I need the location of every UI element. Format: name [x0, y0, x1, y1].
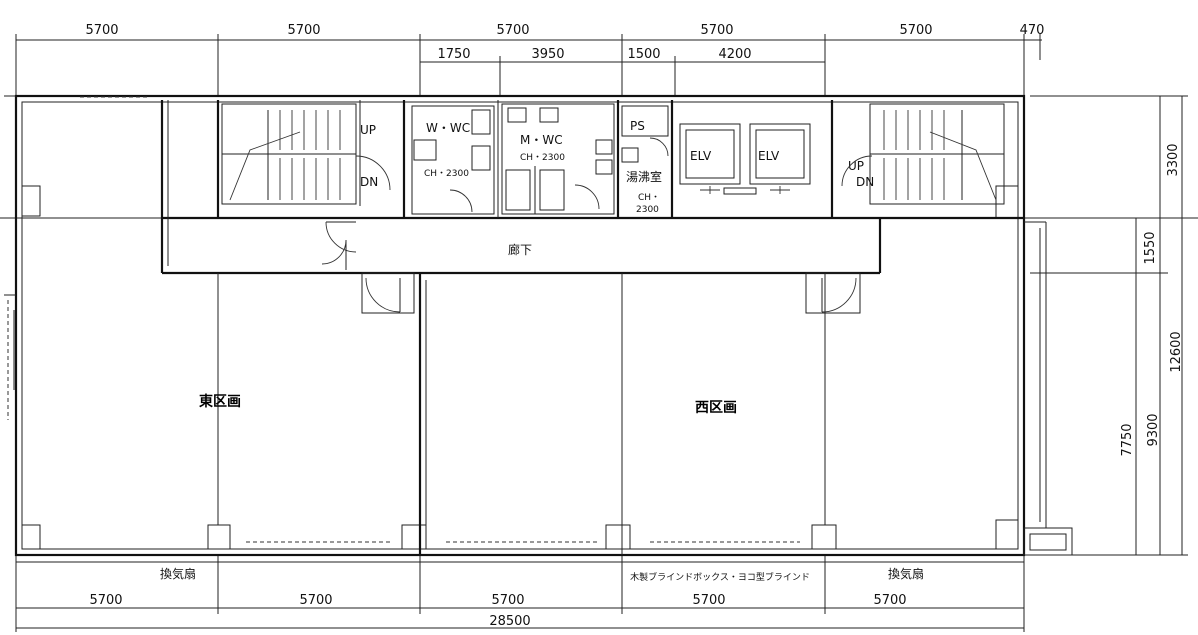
kitchen-ch-label: CH・ [638, 193, 660, 203]
dim-sub-3: 1500 [627, 47, 660, 62]
dim-top-1: 5700 [85, 23, 118, 38]
elevator-2-label: ELV [758, 149, 780, 163]
core-walls [160, 100, 1024, 555]
dim-top-6: 470 [1020, 23, 1045, 38]
mens-wc-ch: CH・2300 [520, 153, 565, 163]
dimension-texts: 5700 5700 5700 5700 5700 470 1750 3950 1… [85, 23, 1184, 629]
womens-wc-label: W・WC [426, 121, 470, 135]
dim-bottom-5: 5700 [873, 593, 906, 608]
dim-bottom-total: 28500 [489, 614, 530, 629]
dim-right-4: 9300 [1146, 413, 1161, 446]
womens-wc: W・WC CH・2300 [411, 105, 495, 215]
doors [321, 221, 861, 314]
dim-top-5: 5700 [899, 23, 932, 38]
blind-box-note: 木製ブラインドボックス・ヨコ型ブラインド [630, 571, 810, 583]
window-blinds [80, 96, 800, 543]
kitchen-ch-value: 2300 [636, 205, 659, 215]
dim-bottom-1: 5700 [89, 593, 122, 608]
dim-bottom-2: 5700 [299, 593, 332, 608]
womens-wc-ch: CH・2300 [424, 169, 469, 179]
ventilation-left-label: 換気扇 [160, 566, 196, 581]
stair-left-down-label: DN [360, 175, 378, 189]
mens-wc-label: M・WC [520, 133, 563, 147]
stair-right: UP DN [841, 103, 1005, 205]
dim-top-3: 5700 [496, 23, 529, 38]
dim-bottom-3: 5700 [491, 593, 524, 608]
elevator-bank: ELV ELV [679, 123, 811, 195]
west-section-label: 西区画 [695, 400, 737, 416]
dim-sub-4: 4200 [718, 47, 751, 62]
stair-right-up-label: UP [848, 159, 864, 173]
dim-right-1: 3300 [1166, 143, 1181, 176]
stair-right-down-label: DN [856, 175, 874, 189]
ventilation-right-label: 換気扇 [888, 566, 924, 581]
ps-label: PS [630, 119, 645, 133]
dim-right-3: 12600 [1169, 331, 1184, 372]
ps-kitchen: PS 湯沸室 CH・ 2300 [595, 105, 669, 215]
dim-top-4: 5700 [700, 23, 733, 38]
dim-sub-2: 3950 [531, 47, 564, 62]
dim-right-2: 1550 [1143, 231, 1158, 264]
dim-top-2: 5700 [287, 23, 320, 38]
corridor-label: 廊下 [508, 242, 532, 257]
outer-walls [4, 94, 1073, 563]
east-section-label: 東区画 [199, 393, 241, 410]
mens-wc: M・WC CH・2300 [501, 103, 615, 215]
dim-bottom-4: 5700 [692, 593, 725, 608]
stair-left: UP DN [221, 103, 391, 205]
dim-sub-1: 1750 [437, 47, 470, 62]
dim-right-5: 7750 [1120, 423, 1135, 456]
elevator-1-label: ELV [690, 149, 712, 163]
stair-left-up-label: UP [360, 123, 376, 137]
columns [21, 185, 1019, 550]
hot-water-room-label: 湯沸室 [626, 169, 662, 184]
